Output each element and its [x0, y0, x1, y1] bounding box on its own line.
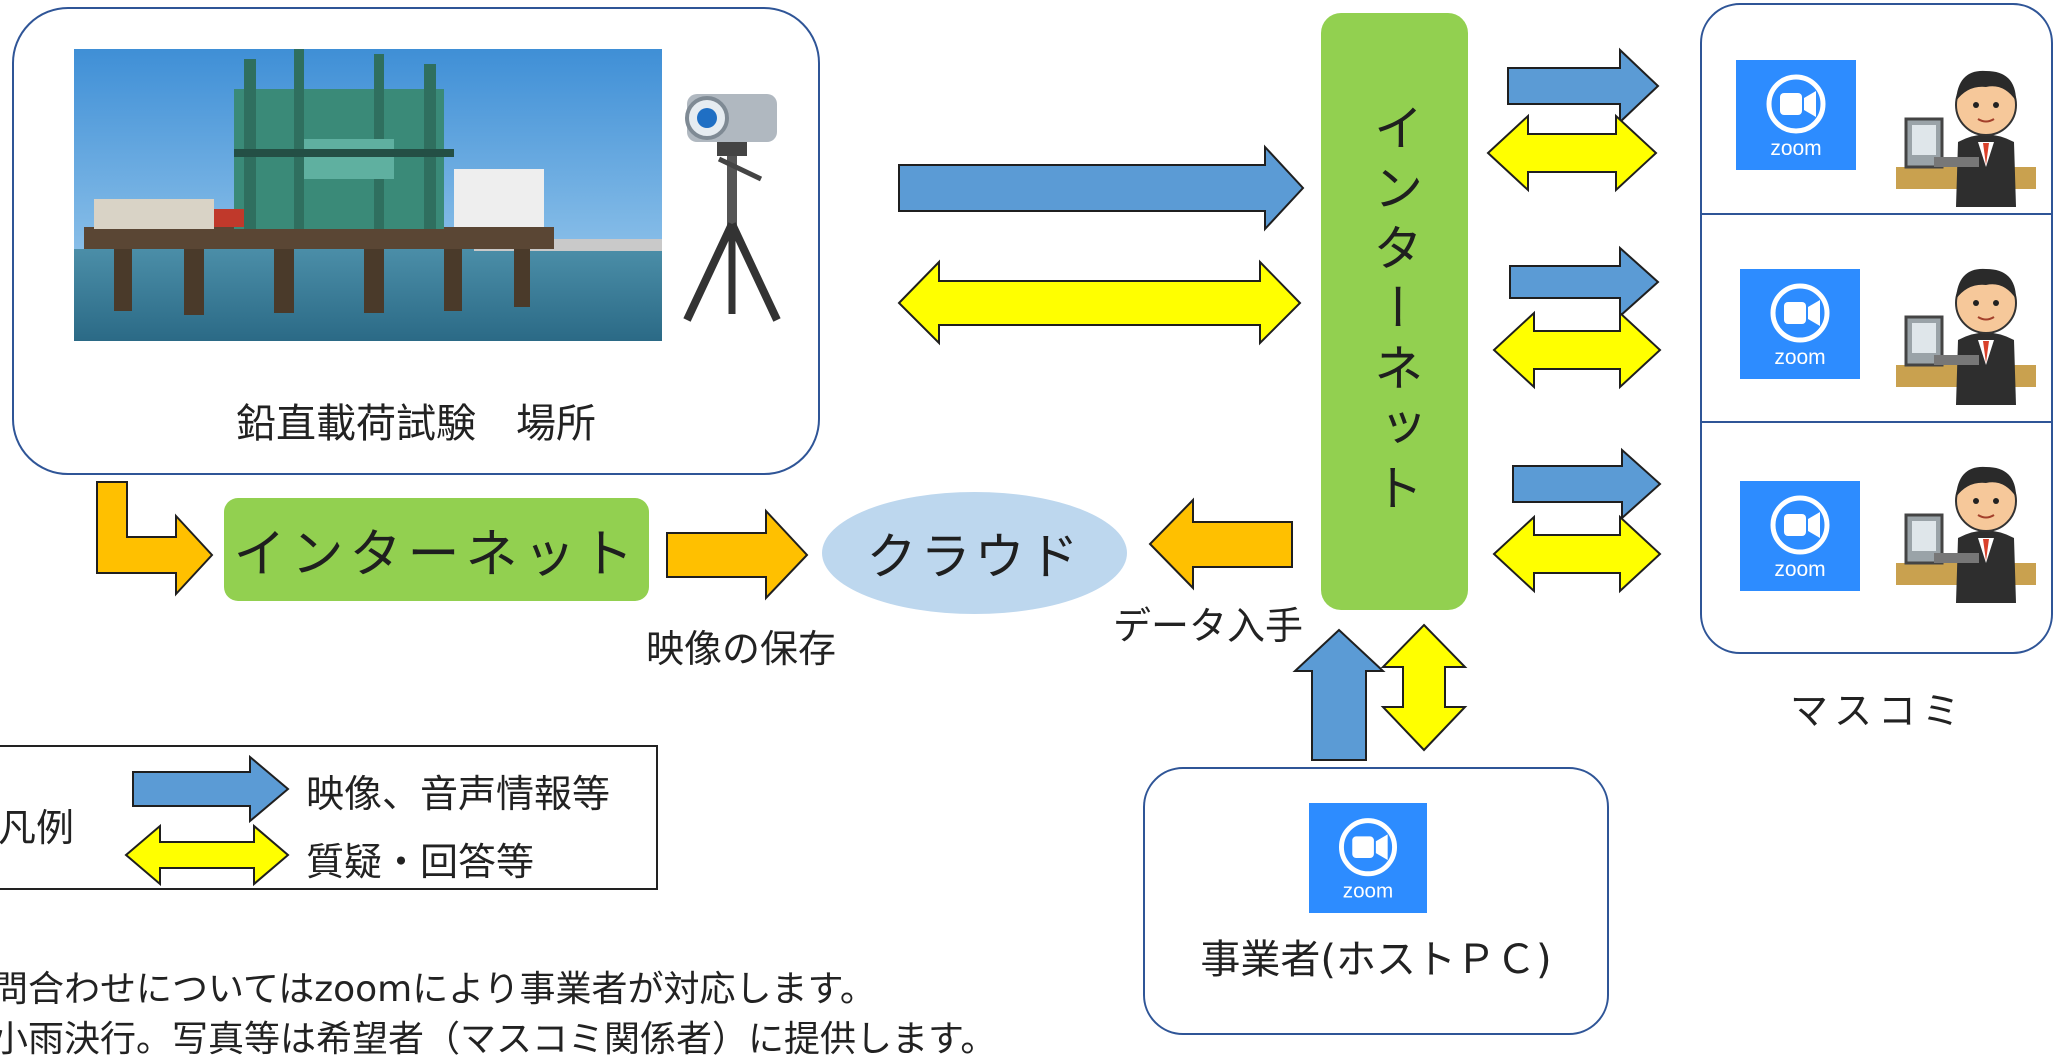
zoom-logo-icon: zoom — [1309, 803, 1427, 913]
svg-text:zoom: zoom — [1774, 346, 1825, 369]
qa-double-arrow — [1486, 113, 1658, 193]
test-site-box: 鉛直載荷試験 場所 — [12, 7, 820, 475]
person-at-computer-icon — [1896, 268, 2036, 405]
qa-double-arrow — [1492, 310, 1662, 390]
host-box: zoom 事業者(ホストＰＣ) — [1143, 767, 1609, 1035]
zoom-logo-icon: zoom — [1740, 269, 1860, 379]
legend-qa-label: 質疑・回答等 — [306, 840, 535, 884]
legend-box: 凡例 映像、音声情報等 質疑・回答等 — [0, 745, 658, 890]
internet-vertical-label: インターネット — [1365, 101, 1424, 522]
data-get-label: データ入手 — [1113, 604, 1304, 648]
pier-photo — [74, 49, 662, 341]
data-get-arrow — [1148, 497, 1293, 591]
cloud-ellipse: クラウド — [822, 492, 1127, 614]
upload-arrow — [666, 508, 809, 601]
zoom-logo-icon: zoom — [1736, 60, 1856, 170]
svg-text:zoom: zoom — [1770, 137, 1821, 160]
svg-text:zoom: zoom — [1343, 879, 1393, 902]
site-caption: 鉛直載荷試験 場所 — [236, 401, 596, 447]
internet-horizontal-block: インターネット — [224, 498, 649, 601]
legend-video-audio-label: 映像、音声情報等 — [306, 772, 611, 816]
video-arrow — [1507, 47, 1660, 125]
media-row: zoom — [1702, 421, 2051, 631]
upload-arrow — [96, 481, 214, 597]
save-video-label: 映像の保存 — [646, 627, 837, 671]
svg-text:zoom: zoom — [1774, 558, 1825, 581]
host-label: 事業者(ホストＰＣ) — [1200, 937, 1552, 983]
internet-vertical-block: インターネット — [1321, 13, 1468, 610]
cloud-label: クラウド — [866, 528, 1083, 586]
media-label: マスコミ — [1790, 689, 1967, 733]
legend-title: 凡例 — [0, 806, 75, 850]
internet-horizontal-label: インターネット — [233, 525, 640, 585]
qa-double-arrow — [1492, 514, 1662, 594]
qa-double-arrow — [897, 259, 1302, 346]
media-row: zoom — [1702, 5, 2051, 213]
video-arrow — [1292, 628, 1386, 761]
camera-tripod-icon — [683, 94, 781, 322]
person-at-computer-icon — [1896, 70, 2036, 207]
video-arrow — [898, 144, 1305, 232]
video-arrow — [1512, 447, 1662, 521]
qa-double-arrow — [1380, 623, 1468, 752]
media-row: zoom — [1702, 213, 2051, 423]
zoom-logo-icon: zoom — [1740, 481, 1860, 591]
note-line: 問合わせについてはzoomにより事業者が対応します。 — [0, 969, 876, 1010]
arrows-layer — [96, 47, 1662, 887]
legend-video-arrow — [132, 754, 290, 824]
person-at-computer-icon — [1896, 466, 2036, 603]
legend-qa-arrow — [124, 823, 290, 887]
video-arrow — [1509, 245, 1660, 319]
media-box: zoom zoom — [1700, 3, 2053, 654]
